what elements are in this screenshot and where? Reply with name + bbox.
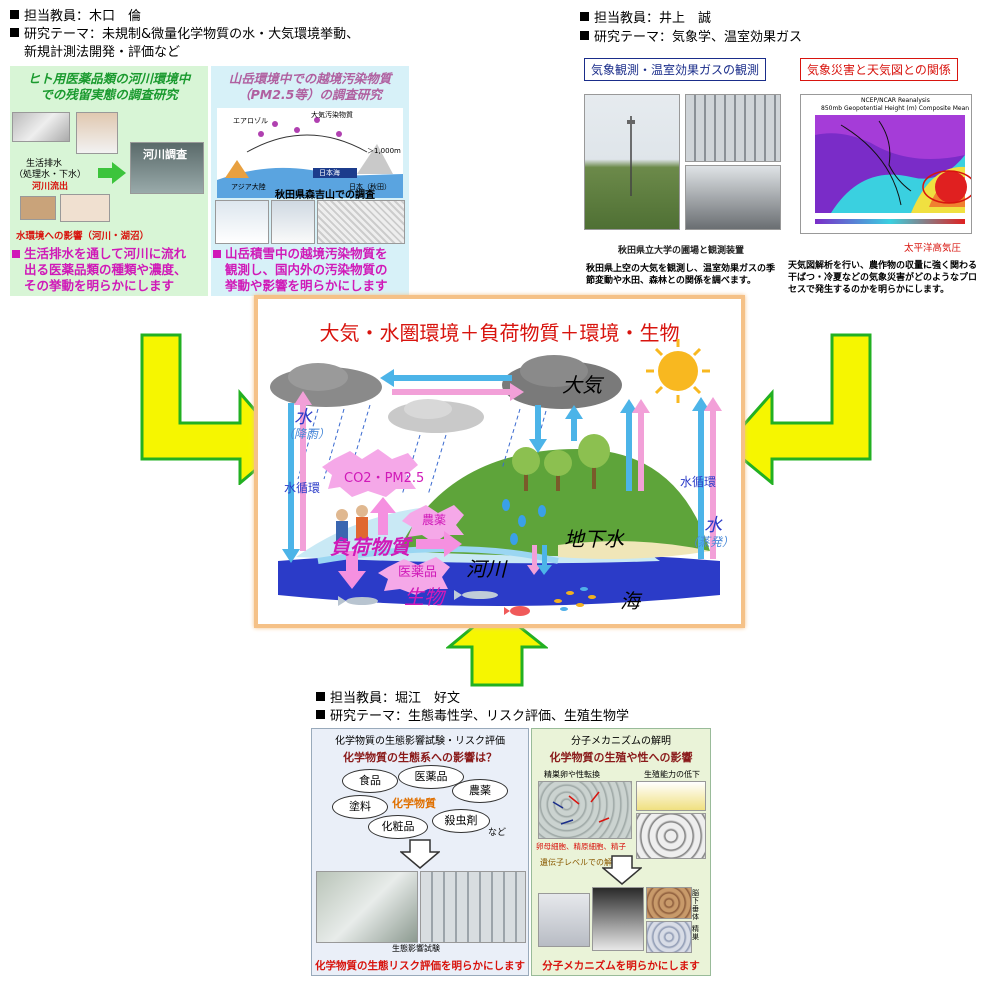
weather-disaster-box: 気象災害と天気図との関係 <box>800 58 958 81</box>
instrument-rack-photo <box>685 94 781 162</box>
top-left-theme: 研究テーマ：未規制&微量化学物質の水・大気環境挙動、 <box>10 26 359 43</box>
observation-mast-icon <box>627 116 635 196</box>
organism-label: 生物 <box>404 585 444 609</box>
ecotox-lab-photo <box>316 871 418 943</box>
oval-medicine: 医薬品 <box>398 765 464 789</box>
hands-photo <box>60 194 110 222</box>
bullet-square-icon <box>316 710 325 719</box>
bullet-square-icon <box>580 12 589 21</box>
groundwater-label: 地下水 <box>564 527 624 551</box>
chemical-substance-label: 化学物質 <box>392 797 436 810</box>
weather-map: NCEP/NCAR Reanalysis 850mb Geopotential … <box>800 94 976 234</box>
ecotox-footer: 化学物質の生態リスク評価を明らかにします <box>315 960 525 972</box>
diagram-title: 大気・水圏環境＋負荷物質＋環境・生物 <box>319 321 680 345</box>
topographic-map <box>317 200 405 244</box>
panel-pharmaceuticals-desc: 生活排水を通して河川に流れ 出る医薬品類の種類や濃度、 その挙動を明らかにします <box>12 246 187 294</box>
down-arrow-icon <box>400 839 440 869</box>
analyzer-photo <box>685 165 781 230</box>
field-station-photo <box>584 94 680 230</box>
co2-pm-label: CO2・PM2.5 <box>344 471 425 486</box>
panel-pharmaceuticals: ヒト用医薬品類の河川環境中 での残留実態の調査研究 生活排水 （処理水・下水） … <box>10 66 208 296</box>
river-label: 河川 <box>466 557 506 581</box>
load-substance-label: 負荷物質 <box>330 535 410 559</box>
sampling-photo <box>271 200 315 244</box>
snow-trees-photo <box>215 200 269 244</box>
fish-tanks-photo <box>420 871 526 943</box>
water-label-right: 水 <box>704 515 722 536</box>
histology-photo <box>538 781 632 839</box>
bottom-theme: 研究テーマ：生態毒性学、リスク評価、生殖生物学 <box>316 708 629 725</box>
fish-photo <box>20 196 56 220</box>
water-cycle-right-label: 水循環 <box>680 475 717 489</box>
oval-food: 食品 <box>342 769 398 793</box>
bullet-square-icon <box>12 250 20 258</box>
weather-observation-box: 気象観測・温室効果ガスの観測 <box>584 58 767 81</box>
medicine-label: 医薬品 <box>398 565 438 580</box>
pcr-device-photo <box>538 893 590 947</box>
oval-insecticide: 殺虫剤 <box>432 809 490 833</box>
water-cycle-left-label: 水循環 <box>284 481 321 495</box>
water-label-left: 水 <box>294 407 312 428</box>
microscope-photo <box>592 887 644 951</box>
down-arrow-icon <box>602 855 642 885</box>
panel-pharmaceuticals-title: ヒト用医薬品類の河川環境中 での残留実態の調査研究 <box>27 71 191 102</box>
bullet-square-icon <box>316 692 325 701</box>
river-survey-photo <box>130 142 204 194</box>
oval-paint: 塗料 <box>332 795 388 819</box>
testes-photo <box>646 921 692 953</box>
drinking-person-photo <box>76 112 118 154</box>
transport-map <box>217 108 403 198</box>
oval-pesticide: 農薬 <box>452 779 508 803</box>
panel-transboundary-desc: 山岳積雪中の越境汚染物質を 観測し、国内外の汚染物質の 挙動や影響を明らかにしま… <box>213 246 388 294</box>
top-left-teacher: 担当教員：木口 倫 <box>10 8 141 25</box>
atmosphere-label: 大気 <box>562 373 602 397</box>
panel-transboundary-title: 山岳環境中での越境汚染物質 （PM2.5等）の調査研究 <box>228 71 392 102</box>
pesticide-label: 農薬 <box>422 513 447 527</box>
top-right-teacher: 担当教員：井上 誠 <box>580 10 711 27</box>
ecotox-panel: 化学物質の生態影響試験・リスク評価 化学物質の生態系への影響は？ 食品 医薬品 … <box>311 728 529 976</box>
sea-label: 海 <box>620 589 640 613</box>
pills-photo <box>12 112 70 142</box>
molecular-footer: 分子メカニズムを明らかにします <box>542 960 700 972</box>
medaka-fish-photo <box>636 781 706 811</box>
top-right-theme: 研究テーマ：気象学、温室効果ガス <box>580 29 802 46</box>
pacific-high-label: 太平洋高気圧 <box>904 243 962 254</box>
flow-arrow-icon <box>98 162 126 184</box>
eggs-photo <box>636 813 706 859</box>
bullet-square-icon <box>10 10 19 19</box>
bullet-square-icon <box>10 28 19 37</box>
water-cycle-scene <box>270 339 722 616</box>
panel-transboundary: 山岳環境中での越境汚染物質 （PM2.5等）の調査研究 エアロゾル 大気汚染物質… <box>211 66 409 296</box>
bullet-square-icon <box>213 250 221 258</box>
bottom-teacher: 担当教員：堀江 好文 <box>316 690 460 707</box>
pituitary-photo <box>646 887 692 919</box>
molecular-panel: 分子メカニズムの解明 化学物質の生殖や性への影響 精巣卵や性転換 生殖能力の低下… <box>531 728 711 976</box>
bullet-square-icon <box>580 31 589 40</box>
environment-diagram: 大気・水圏環境＋負荷物質＋環境・生物 <box>254 295 745 628</box>
arrow-from-top-right-icon <box>723 333 872 485</box>
oval-cosmetics: 化粧品 <box>368 815 428 839</box>
top-left-theme-cont: 新規計測法開発・評価など <box>24 45 181 60</box>
